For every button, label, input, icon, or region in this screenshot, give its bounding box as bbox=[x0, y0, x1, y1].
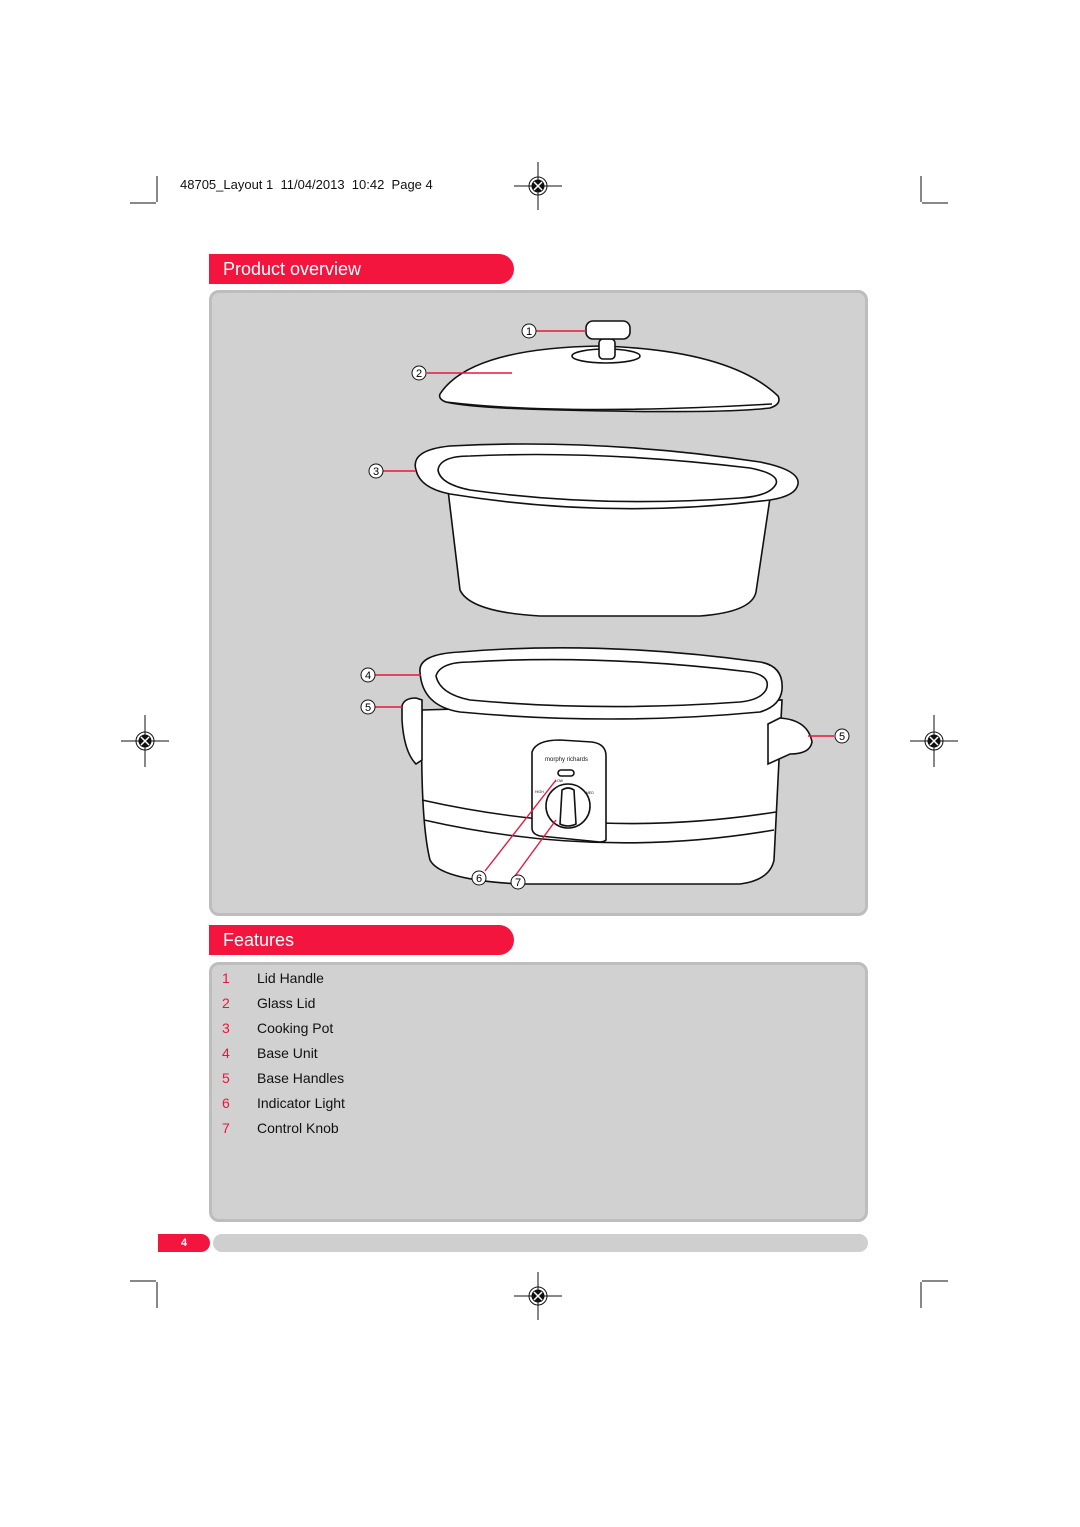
callout-leaders bbox=[375, 330, 834, 877]
feature-item: 6 Indicator Light bbox=[222, 1092, 345, 1114]
callout-5-right: 5 bbox=[834, 728, 850, 744]
feature-label: Base Unit bbox=[257, 1045, 318, 1061]
feature-number: 6 bbox=[222, 1095, 230, 1111]
callout-7: 7 bbox=[510, 874, 526, 890]
feature-number: 4 bbox=[222, 1045, 230, 1061]
slow-cooker-illustration: morphy richards LOW MED HIGH 1 2 3 4 5 5… bbox=[360, 320, 850, 890]
callout-markers: 1 2 3 4 5 5 6 7 bbox=[360, 323, 850, 890]
svg-text:4: 4 bbox=[365, 670, 371, 682]
knob-setting-high: HIGH bbox=[535, 790, 544, 794]
callout-5-left: 5 bbox=[360, 699, 376, 715]
feature-item: 1 Lid Handle bbox=[222, 967, 324, 989]
svg-text:7: 7 bbox=[515, 877, 521, 889]
features-panel bbox=[209, 962, 868, 1222]
feature-label: Glass Lid bbox=[257, 995, 316, 1011]
product-overview-heading: Product overview bbox=[209, 254, 514, 284]
lid-handle-drawing bbox=[585, 320, 631, 360]
feature-item: 3 Cooking Pot bbox=[222, 1017, 333, 1039]
callout-4: 4 bbox=[360, 667, 376, 683]
features-heading: Features bbox=[209, 925, 514, 955]
callout-1: 1 bbox=[521, 323, 537, 339]
feature-label: Lid Handle bbox=[257, 970, 324, 986]
svg-text:5: 5 bbox=[839, 731, 845, 743]
base-handle-drawing bbox=[401, 697, 813, 766]
feature-number: 7 bbox=[222, 1120, 230, 1136]
feature-label: Indicator Light bbox=[257, 1095, 345, 1111]
knob-setting-med: MED bbox=[586, 791, 594, 795]
svg-text:5: 5 bbox=[365, 702, 371, 714]
svg-text:2: 2 bbox=[416, 368, 422, 380]
printer-slug: 48705_Layout 1 11/04/2013 10:42 Page 4 bbox=[180, 177, 433, 192]
knob-setting-low: LOW bbox=[555, 779, 564, 783]
page-number: 4 bbox=[158, 1234, 210, 1252]
feature-item: 2 Glass Lid bbox=[222, 992, 315, 1014]
svg-text:1: 1 bbox=[526, 326, 532, 338]
footer-rule bbox=[213, 1234, 868, 1252]
glass-lid-drawing bbox=[438, 345, 780, 413]
base-unit-drawing bbox=[419, 646, 783, 885]
feature-label: Control Knob bbox=[257, 1120, 339, 1136]
feature-item: 5 Base Handles bbox=[222, 1067, 344, 1089]
svg-text:3: 3 bbox=[373, 466, 379, 478]
registration-target-icon bbox=[121, 162, 958, 1320]
feature-label: Base Handles bbox=[257, 1070, 345, 1086]
callout-2: 2 bbox=[411, 365, 427, 381]
cooking-pot-drawing bbox=[414, 443, 799, 617]
control-panel-drawing bbox=[531, 739, 607, 843]
feature-label: Cooking Pot bbox=[257, 1020, 334, 1036]
feature-number: 1 bbox=[222, 970, 230, 986]
callout-3: 3 bbox=[368, 463, 384, 479]
svg-text:6: 6 bbox=[476, 873, 482, 885]
callout-6: 6 bbox=[471, 870, 487, 886]
feature-number: 2 bbox=[222, 995, 230, 1011]
brand-label: morphy richards bbox=[545, 757, 588, 763]
feature-item: 4 Base Unit bbox=[222, 1042, 318, 1064]
page-footer-bar: 4 bbox=[158, 1234, 868, 1252]
feature-item: 7 Control Knob bbox=[222, 1117, 339, 1139]
feature-number: 5 bbox=[222, 1070, 230, 1086]
feature-number: 3 bbox=[222, 1020, 230, 1036]
